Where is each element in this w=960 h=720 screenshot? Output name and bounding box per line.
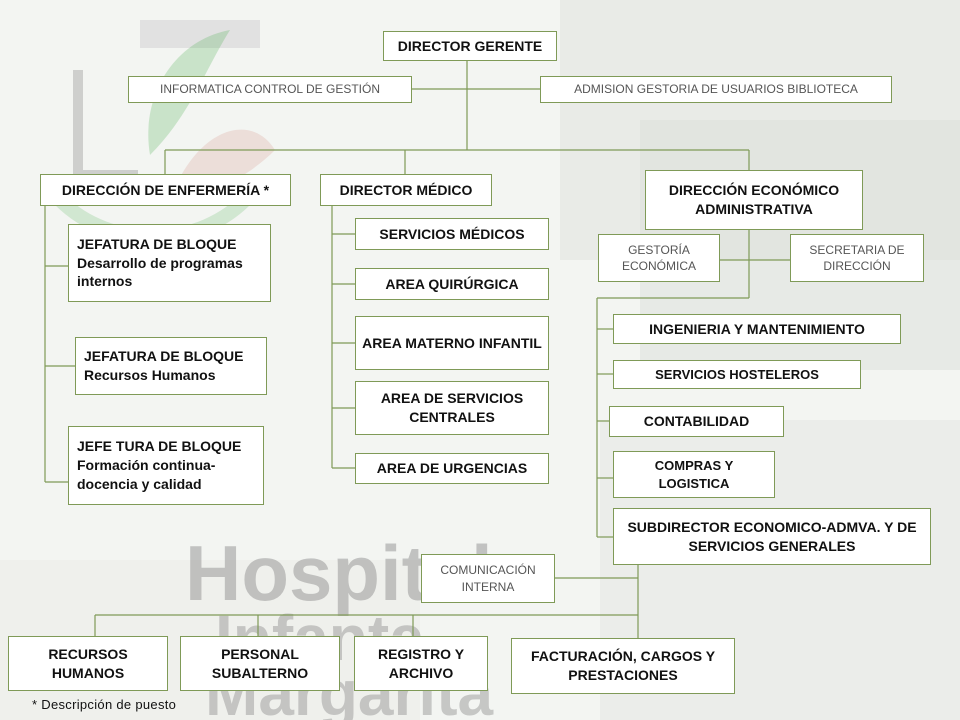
node-informatica: INFORMATICA CONTROL DE GESTIÓN <box>128 76 412 103</box>
node-facturacion: FACTURACIÓN, CARGOS Y PRESTACIONES <box>511 638 735 694</box>
node-area-urgencias: AREA DE URGENCIAS <box>355 453 549 484</box>
node-registro-archivo: REGISTRO Y ARCHIVO <box>354 636 488 691</box>
node-ingenieria-mantenimiento: INGENIERIA Y MANTENIMIENTO <box>613 314 901 344</box>
node-jefatura-bloque-1: JEFATURA DE BLOQUE Desarrollo de programa… <box>68 224 271 302</box>
node-area-quirurgica: AREA QUIRÚRGICA <box>355 268 549 300</box>
footnote: * Descripción de puesto <box>32 697 177 712</box>
node-area-servicios-centrales: AREA DE SERVICIOS CENTRALES <box>355 381 549 435</box>
jefatura-bloque-2-title: JEFATURA DE BLOQUE <box>84 348 244 365</box>
node-area-materno-infantil: AREA MATERNO INFANTIL <box>355 316 549 370</box>
node-subdirector: SUBDIRECTOR ECONOMICO-ADMVA. Y DE SERVIC… <box>613 508 931 565</box>
node-compras-logistica: COMPRAS Y LOGISTICA <box>613 451 775 498</box>
node-personal-subalterno: PERSONAL SUBALTERNO <box>180 636 340 691</box>
node-direccion-enfermeria: DIRECCIÓN DE ENFERMERÍA * <box>40 174 291 206</box>
node-direccion-economico: DIRECCIÓN ECONÓMICO ADMINISTRATIVA <box>645 170 863 230</box>
node-admision: ADMISION GESTORIA DE USUARIOS BIBLIOTECA <box>540 76 892 103</box>
jefatura-bloque-3-title: JEFE TURA DE BLOQUE <box>77 438 242 455</box>
jefatura-bloque-3-subtitle: Formación continua- docencia y calidad <box>77 457 216 492</box>
node-contabilidad: CONTABILIDAD <box>609 406 784 437</box>
node-director-gerente: DIRECTOR GERENTE <box>383 31 557 61</box>
node-recursos-humanos: RECURSOS HUMANOS <box>8 636 168 691</box>
jefatura-bloque-1-subtitle: Desarrollo de programas internos <box>77 254 243 290</box>
node-director-medico: DIRECTOR MÉDICO <box>320 174 492 206</box>
jefatura-bloque-1-title: JEFATURA DE BLOQUE <box>77 235 237 252</box>
node-comunicacion-interna: COMUNICACIÓN INTERNA <box>421 554 555 603</box>
node-servicios-medicos: SERVICIOS MÉDICOS <box>355 218 549 250</box>
node-servicios-hosteleros: SERVICIOS HOSTELEROS <box>613 360 861 389</box>
node-jefatura-bloque-3: JEFE TURA DE BLOQUE Formación continua- d… <box>68 426 264 505</box>
node-gestoria-economica: GESTORÍA ECONÓMICA <box>598 234 720 282</box>
node-secretaria-direccion: SECRETARIA DE DIRECCIÓN <box>790 234 924 282</box>
node-jefatura-bloque-2: JEFATURA DE BLOQUE Recursos Humanos <box>75 337 267 395</box>
jefatura-bloque-2-subtitle: Recursos Humanos <box>84 367 216 383</box>
